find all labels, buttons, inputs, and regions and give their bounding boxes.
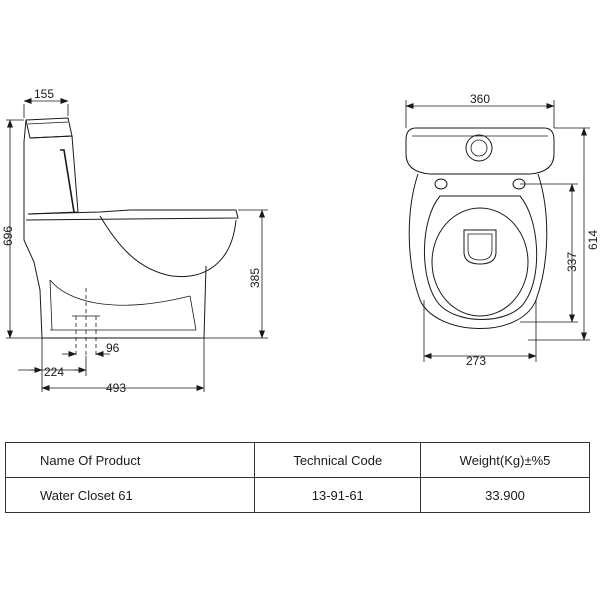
dim-top-seat-depth: 337 xyxy=(565,252,579,272)
side-bowl xyxy=(99,215,237,278)
dim-top-width: 360 xyxy=(470,92,490,106)
dim-side-top-width: 155 xyxy=(34,87,54,101)
side-body-back xyxy=(23,119,43,339)
top-view xyxy=(405,127,555,329)
cell-product-name: Water Closet 61 xyxy=(4,477,256,513)
top-bowl-outer xyxy=(408,173,548,329)
dim-side-height: 696 xyxy=(1,226,15,246)
dim-side-outlet-offset: 224 xyxy=(44,365,64,379)
header-technical-code: Technical Code xyxy=(254,442,422,478)
dim-top-depth: 614 xyxy=(586,230,600,250)
side-view xyxy=(23,117,239,356)
dim-side-seat-height: 385 xyxy=(248,268,262,288)
top-dimensions: 360 614 337 273 xyxy=(405,92,600,368)
dim-side-outlet-width: 96 xyxy=(106,341,120,355)
table-row: Water Closet 61 13-91-61 33.900 xyxy=(4,477,590,513)
top-seat xyxy=(423,195,538,320)
top-hinge-left xyxy=(434,178,448,190)
side-pedestal-front xyxy=(203,265,207,339)
spec-table: Name Of Product Technical Code Weight(Kg… xyxy=(4,442,590,513)
top-flush-button xyxy=(465,134,493,162)
header-weight: Weight(Kg)±%5 xyxy=(420,442,590,478)
technical-drawing: 155 696 385 96 224 493 xyxy=(1,87,600,395)
cell-technical-code: 13-91-61 xyxy=(254,477,422,513)
table-header-row: Name Of Product Technical Code Weight(Kg… xyxy=(4,442,590,478)
top-tank xyxy=(405,127,555,175)
side-tank xyxy=(27,135,79,215)
side-trap xyxy=(49,279,197,331)
side-dimensions: 155 696 385 96 224 493 xyxy=(1,87,268,395)
dim-top-seat-width: 273 xyxy=(466,354,486,368)
side-rim xyxy=(25,209,239,221)
dim-side-length: 493 xyxy=(106,381,126,395)
cell-weight: 33.900 xyxy=(420,477,590,513)
side-tank-lid xyxy=(25,117,73,139)
header-product-name: Name Of Product xyxy=(4,442,256,478)
top-drain xyxy=(463,229,497,265)
top-bowl-opening xyxy=(431,207,529,317)
